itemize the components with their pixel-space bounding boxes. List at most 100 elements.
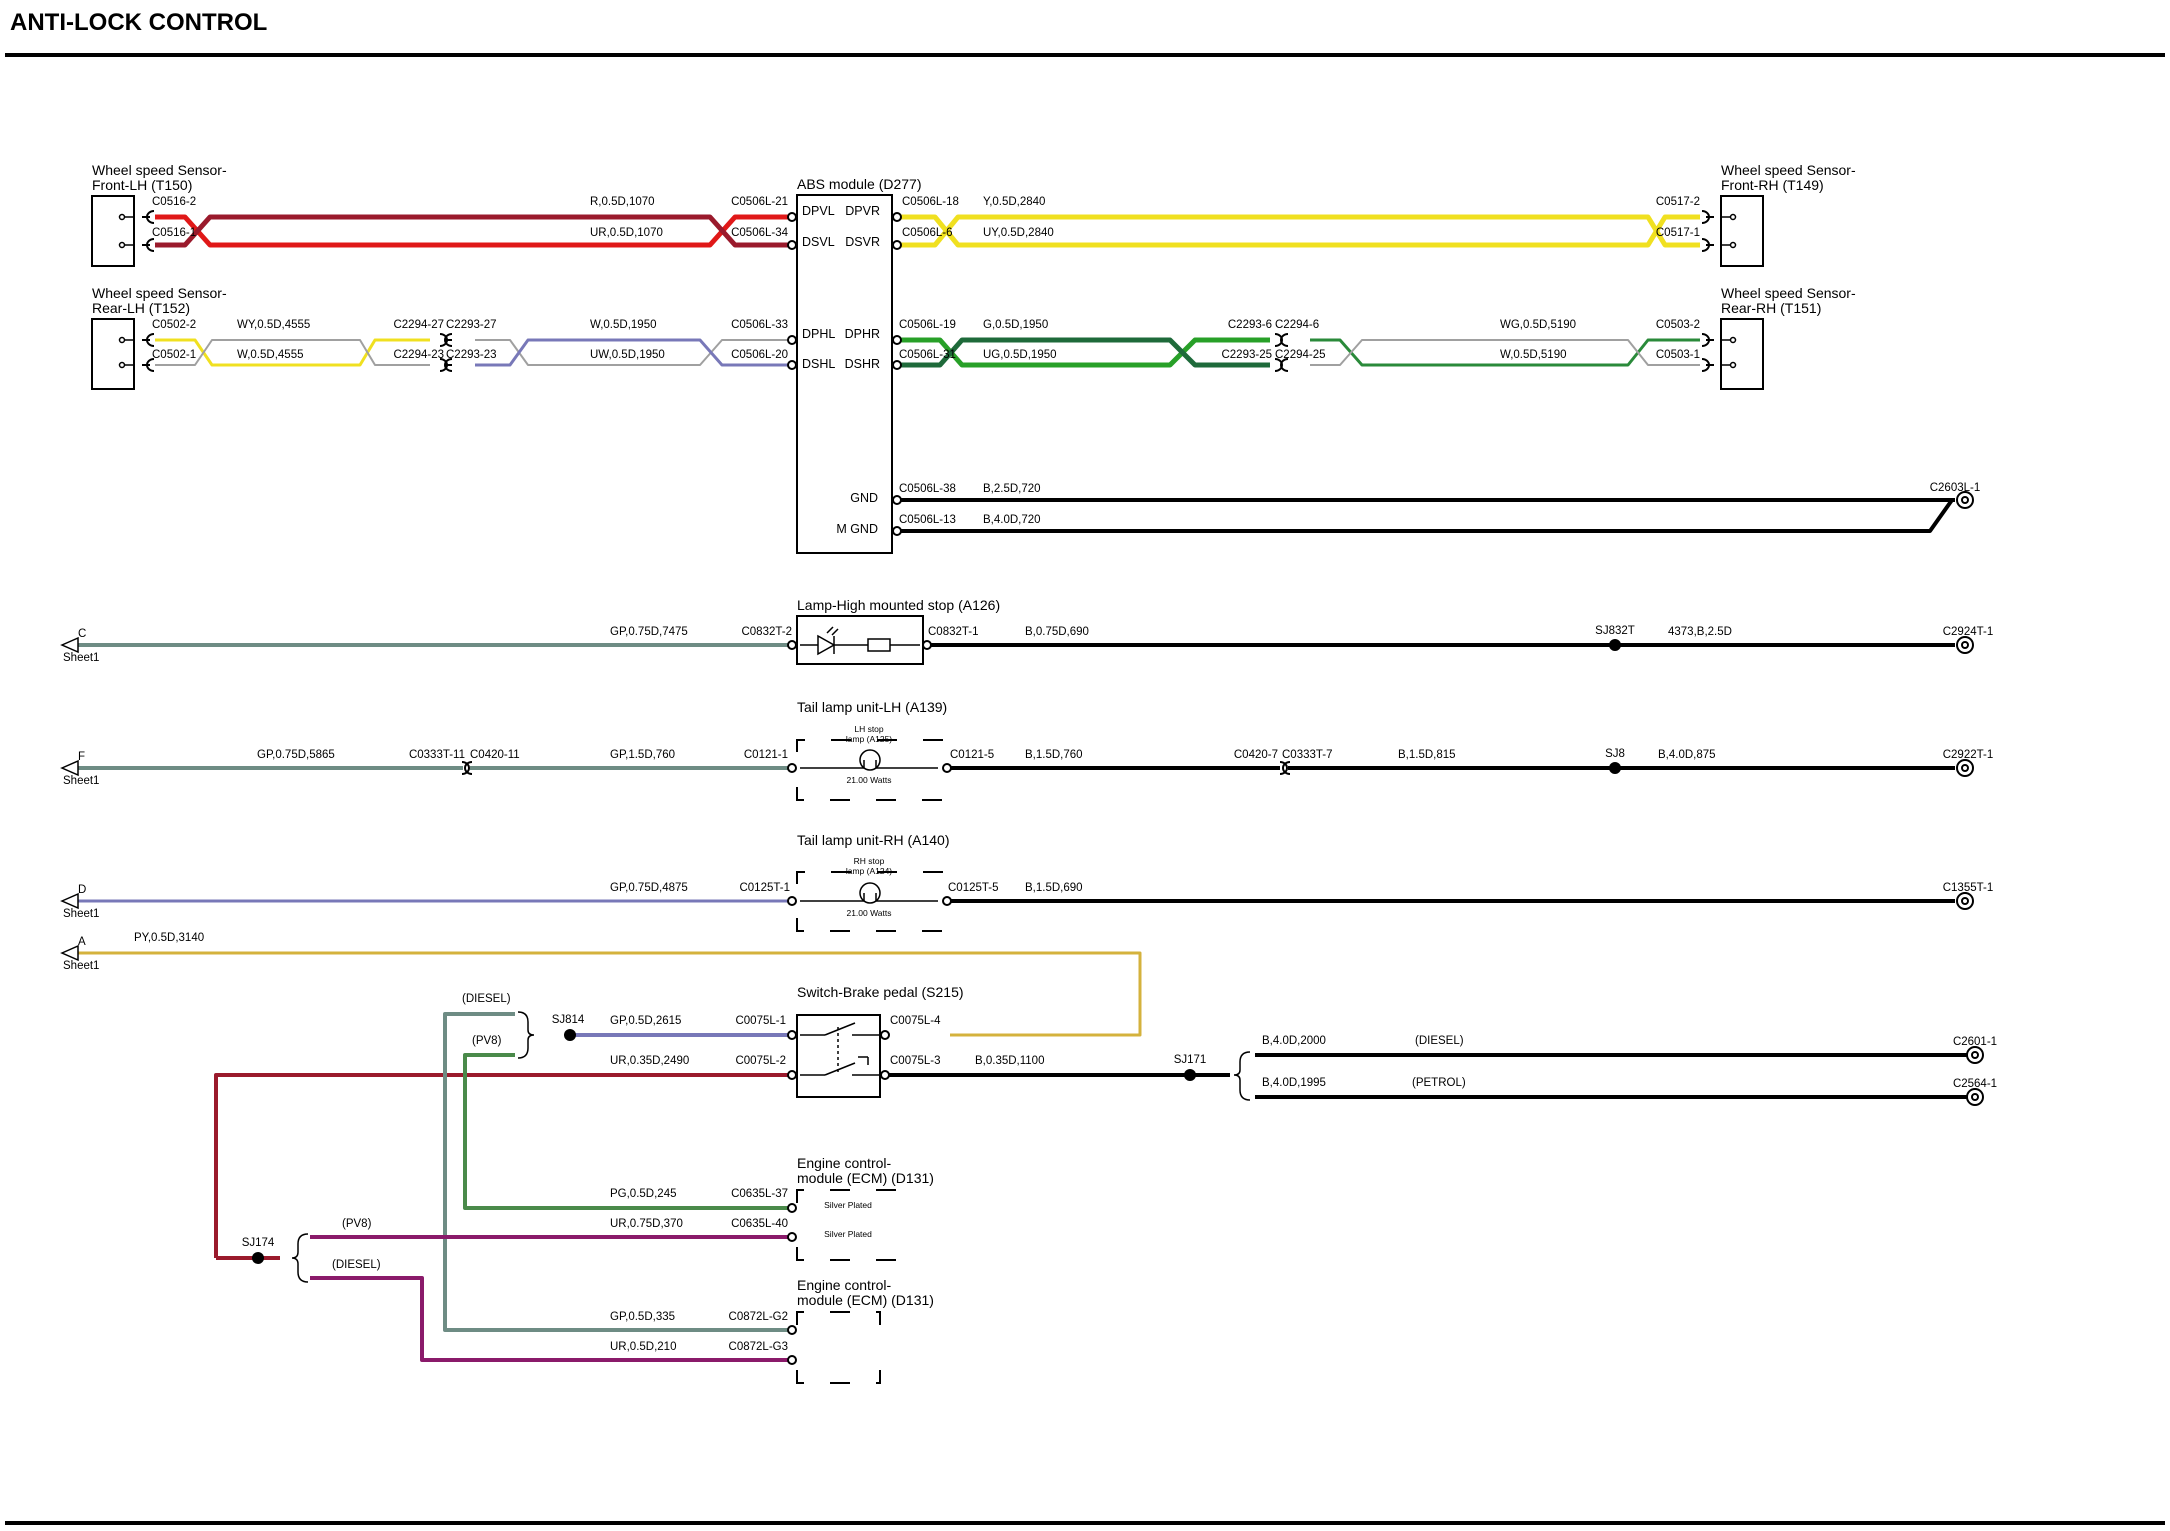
sensor-front-lh-label-2: Front-LH (T150)	[92, 177, 192, 193]
connector-label: C0506L-18	[902, 196, 959, 208]
connector-label: C2293-27	[446, 319, 497, 331]
sheet-arrow-f-icon	[60, 759, 79, 777]
tail-lamp-lh-label: Tail lamp unit-LH (A139)	[797, 699, 947, 715]
variant-label: (DIESEL)	[332, 1259, 381, 1271]
connector-c2293-25-icon	[1274, 358, 1289, 372]
wire-ur-1070	[155, 214, 792, 248]
wire-r-1070	[155, 214, 792, 248]
connector-label: C0502-1	[152, 349, 196, 361]
page-title: ANTI-LOCK CONTROL	[10, 9, 267, 36]
wire-label: GP,0.5D,335	[610, 1311, 675, 1323]
ecm1-label-2: module (ECM) (D131)	[797, 1170, 934, 1186]
splice-label: SJ174	[242, 1237, 275, 1249]
pin-dot	[1729, 361, 1737, 369]
connector-c0502-2-icon	[142, 333, 155, 347]
wire-wg-5190	[1310, 338, 1700, 367]
sensor-rear-rh-label-1: Wheel speed Sensor-	[1721, 285, 1856, 301]
connector-label: C0503-1	[1656, 349, 1700, 361]
pin-c0075l-4	[880, 1030, 890, 1040]
bulb-lh-icon	[800, 749, 938, 771]
abs-pin-dsvl: DSVL	[802, 235, 835, 249]
connector-label: C0872L-G2	[729, 1311, 788, 1323]
sheet-name-a[interactable]: Sheet1	[63, 960, 99, 972]
pin-dot	[118, 213, 126, 221]
sensor-rear-rh-label-2: Rear-RH (T151)	[1721, 300, 1821, 316]
connector-label: C0420-11	[470, 749, 520, 761]
connector-label: C0333T-11	[409, 749, 465, 761]
pin-dphr	[892, 335, 902, 345]
pin-c0635l-40	[787, 1232, 797, 1242]
connector-label: C0121-5	[950, 749, 994, 761]
sheet-arrow-a-icon	[60, 944, 79, 962]
wire-label: B,4.0D,720	[983, 514, 1041, 526]
connector-label: C0506L-38	[899, 483, 956, 495]
ground-terminal-c2601-1-icon	[1966, 1046, 1984, 1064]
sheet-name-f[interactable]: Sheet1	[63, 775, 99, 787]
connector-label: C0506L-19	[899, 319, 956, 331]
connector-label: C0635L-37	[731, 1188, 788, 1200]
pin-c0832t-1	[922, 640, 932, 650]
wire-label: B,4.0D,875	[1658, 749, 1716, 761]
connector-c2294-23-icon	[439, 358, 453, 372]
connector-label: C0635L-40	[731, 1218, 788, 1230]
pin-c0635l-37	[787, 1203, 797, 1213]
abs-pin-dphr: DPHR	[845, 327, 880, 341]
sensor-front-rh-label-1: Wheel speed Sensor-	[1721, 162, 1856, 178]
abs-pin-dshl: DSHL	[802, 357, 835, 371]
connector-label: C0075L-1	[735, 1015, 786, 1027]
ground-terminal-c2564-1-icon	[1966, 1088, 1984, 1106]
pin-dot	[118, 336, 126, 344]
wire-label: UW,0.5D,1950	[590, 349, 665, 361]
wire-label: GP,0.75D,7475	[610, 626, 688, 638]
sheet-letter-a: A	[78, 936, 86, 948]
ground-terminal-c2603l-1-icon	[1956, 491, 1974, 509]
ecm2-label-2: module (ECM) (D131)	[797, 1292, 934, 1308]
rh-stop-lamp-label-2: lamp (A124)	[846, 866, 892, 876]
wire-label: B,4.0D,1995	[1262, 1077, 1326, 1089]
sheet-letter-d: D	[78, 884, 86, 896]
connector-c0516-1-icon	[142, 238, 155, 252]
connector-c2294-27-icon	[439, 333, 453, 347]
variant-label: (PV8)	[472, 1035, 502, 1047]
brace-sj174-icon	[291, 1233, 309, 1283]
wire-label: GP,0.5D,2615	[610, 1015, 681, 1027]
connector-label: C0872L-G3	[729, 1341, 788, 1353]
connector-label: C2924T-1	[1943, 626, 1994, 638]
wire-label: UR,0.35D,2490	[610, 1055, 689, 1067]
connector-label: C0333T-7	[1282, 749, 1333, 761]
wire-label: PY,0.5D,3140	[134, 932, 204, 944]
connector-c0502-1-icon	[142, 358, 155, 372]
connector-c0516-2-icon	[142, 210, 155, 224]
wire-uw-1950	[475, 338, 792, 367]
ecm1-label-1: Engine control-	[797, 1155, 892, 1171]
wire-label: B,1.5D,690	[1025, 882, 1083, 894]
pin-c0832t-2	[787, 640, 797, 650]
wire-label: UR,0.75D,370	[610, 1218, 683, 1230]
silver-plated-label-1: Silver Plated	[824, 1200, 872, 1210]
sheet-arrow-c-icon	[60, 636, 79, 654]
wire-label: R,0.5D,1070	[590, 196, 655, 208]
connector-label: C2293-23	[446, 349, 497, 361]
splice-sj814	[564, 1029, 576, 1041]
pin-gnd	[892, 495, 902, 505]
sheet-name-c[interactable]: Sheet1	[63, 652, 99, 664]
wire-label: GP,0.75D,4875	[610, 882, 688, 894]
pin-dphl	[787, 335, 797, 345]
sheet-arrow-d-icon	[60, 892, 79, 910]
bulb-rh-icon	[800, 882, 938, 904]
wire-label: 4373,B,2.5D	[1668, 626, 1732, 638]
sensor-front-lh-label-1: Wheel speed Sensor-	[92, 162, 227, 178]
connector-label: C0506L-21	[731, 196, 788, 208]
sheet-name-d[interactable]: Sheet1	[63, 908, 99, 920]
abs-pin-dphl: DPHL	[802, 327, 835, 341]
brake-switch-label: Switch-Brake pedal (S215)	[797, 984, 964, 1000]
connector-label: C2293-25	[1221, 349, 1272, 361]
connector-c0517-2-icon	[1701, 210, 1714, 224]
connector-label: C0506L-34	[731, 227, 789, 239]
sensor-front-rh-box	[1720, 195, 1764, 267]
pin-c0075l-2	[787, 1070, 797, 1080]
pin-c0121-1	[787, 763, 797, 773]
connector-c0503-2-icon	[1701, 333, 1714, 347]
connector-c2293-6-icon	[1274, 333, 1289, 347]
